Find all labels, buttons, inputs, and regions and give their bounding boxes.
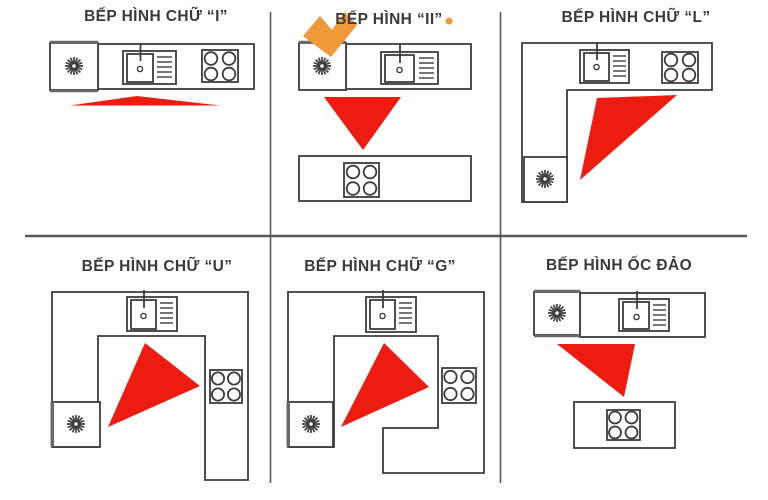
cooktop-icon: [606, 409, 641, 441]
work-triangle: [108, 343, 200, 427]
cooktop-icon: [209, 369, 243, 404]
panel-i-artwork: [49, 40, 255, 106]
work-triangle: [70, 96, 220, 106]
cooktop-icon: [661, 51, 699, 84]
refrigerator-snowflake-icon: [312, 56, 332, 76]
sink-icon: [579, 42, 630, 84]
panel-ii-artwork: [298, 12, 472, 202]
orange-dot: [445, 17, 453, 25]
panel-island-artwork: [533, 289, 706, 449]
work-triangle: [341, 343, 429, 427]
island-counter: [573, 401, 676, 449]
work-triangle: [580, 95, 677, 180]
refrigerator-snowflake-icon: [547, 303, 567, 323]
panel-title-ii: BẾP HÌNH “II”: [335, 11, 443, 28]
refrigerator-snowflake-icon: [64, 56, 84, 76]
panel-title-island: BẾP HÌNH ỐC ĐẢO: [545, 257, 693, 274]
refrigerator-snowflake-icon: [535, 169, 555, 189]
orange-check-logo: [303, 12, 357, 57]
counter-island: [298, 155, 472, 202]
cooktop-icon: [201, 49, 239, 83]
panel-l-artwork: [521, 42, 713, 203]
panel-u-artwork: [50, 290, 249, 481]
refrigerator: [288, 401, 334, 448]
cooktop-icon: [441, 367, 477, 404]
panel-title-l: BẾP HÌNH CHỮ “L”: [561, 9, 711, 26]
panel-g-artwork: [286, 290, 485, 474]
sink-icon: [122, 43, 177, 85]
sink-icon: [126, 290, 178, 332]
work-triangle: [324, 97, 401, 150]
work-triangle: [557, 344, 635, 397]
sink-icon: [380, 44, 439, 85]
panel-title-g: BẾP HÌNH CHỮ “G”: [304, 258, 456, 275]
panel-title-u: BẾP HÌNH CHỮ “U”: [81, 258, 233, 275]
sink-icon: [365, 290, 417, 333]
cooktop-icon: [343, 162, 380, 198]
refrigerator-snowflake-icon: [301, 414, 321, 434]
sink-icon: [618, 291, 670, 332]
refrigerator-snowflake-icon: [66, 414, 86, 434]
panel-title-i: BẾP HÌNH CHỮ “I”: [84, 8, 228, 25]
